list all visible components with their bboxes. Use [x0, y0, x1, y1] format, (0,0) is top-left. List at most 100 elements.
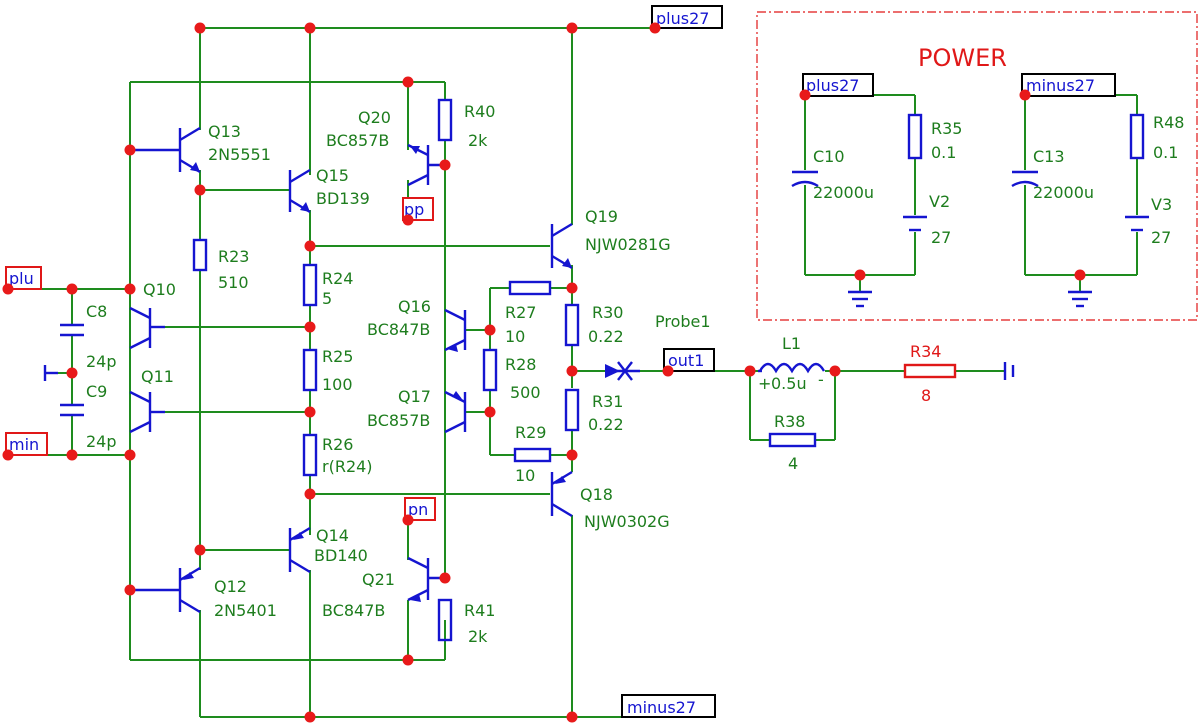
voltage-source-v2[interactable]: [903, 215, 927, 232]
voltage-source-v3[interactable]: [1125, 215, 1149, 232]
transistor-q10[interactable]: [129, 306, 165, 350]
ground-icon: [43, 365, 58, 381]
transistor-q21[interactable]: [407, 556, 445, 602]
junction-node: [484, 324, 496, 336]
transistor-q19[interactable]: [550, 222, 573, 270]
probe-icon[interactable]: [605, 361, 640, 381]
net-label-pn[interactable]: pn: [404, 497, 436, 521]
junction-node: [194, 544, 206, 556]
capacitor-c9[interactable]: [60, 403, 84, 417]
net-label-min[interactable]: min: [5, 432, 48, 456]
net-label-out1[interactable]: out1: [663, 348, 715, 372]
resistor-r29[interactable]: [513, 447, 552, 463]
transistor-q12[interactable]: [130, 566, 201, 614]
ground-icon: [1068, 290, 1092, 308]
resistor-r27[interactable]: [508, 280, 552, 296]
resistor-r24[interactable]: [302, 263, 318, 307]
ground-icon: [848, 290, 872, 308]
r29-value: 10: [515, 466, 535, 485]
r40-name: R40: [464, 102, 495, 121]
transistor-q20[interactable]: [407, 143, 445, 187]
capacitor-c8[interactable]: [60, 323, 84, 337]
v3-value: 27: [1151, 228, 1171, 247]
junction-node: [649, 22, 661, 34]
q13-part: 2N5551: [208, 145, 271, 164]
transistor-q15[interactable]: [288, 168, 311, 214]
svg-text:min: min: [9, 435, 39, 454]
junction-node: [566, 282, 578, 294]
q19-part: NJW0281G: [585, 235, 671, 254]
net-label-plus27[interactable]: plus27: [651, 5, 723, 29]
r26-value: r(R24): [322, 457, 373, 476]
c10-name: C10: [813, 147, 845, 166]
l1-pol-plus: +: [758, 374, 771, 393]
junction-node: [662, 365, 674, 377]
junction-nodes: [2, 22, 1086, 723]
q11-name: Q11: [141, 367, 174, 386]
resistor-r23[interactable]: [192, 238, 208, 272]
net-label-plus27-power[interactable]: plus27: [802, 73, 874, 97]
c9-name: C9: [86, 382, 107, 401]
net-label-pp[interactable]: pp: [402, 197, 434, 221]
svg-text:pn: pn: [408, 500, 428, 519]
net-label-minus27[interactable]: minus27: [621, 694, 716, 718]
r35-value: 0.1: [931, 143, 956, 162]
r28-name: R28: [505, 355, 536, 374]
net-label-plu[interactable]: plu: [5, 266, 42, 290]
junction-node: [402, 76, 414, 88]
resistor-r30[interactable]: [564, 303, 580, 347]
junction-node: [744, 365, 756, 377]
r25-value: 100: [322, 375, 353, 394]
r40-value: 2k: [468, 131, 488, 150]
svg-text:plus27: plus27: [806, 76, 859, 95]
resistor-r35[interactable]: [907, 113, 923, 160]
transistor-q14[interactable]: [288, 526, 311, 574]
r34-name: R34: [910, 342, 941, 361]
svg-text:out1: out1: [668, 351, 704, 370]
junction-node: [566, 365, 578, 377]
junction-node: [124, 449, 136, 461]
capacitor-c10[interactable]: [791, 170, 819, 188]
q20-name: Q20: [358, 108, 391, 127]
junction-node: [1019, 89, 1031, 101]
q21-part: BC847B: [322, 601, 385, 620]
junction-node: [194, 22, 206, 34]
l1-pol-minus: -: [818, 370, 824, 389]
capacitor-c13[interactable]: [1011, 170, 1039, 188]
resistor-r31[interactable]: [564, 388, 580, 432]
transistor-q16[interactable]: [444, 308, 467, 352]
c13-name: C13: [1033, 147, 1065, 166]
r31-name: R31: [592, 392, 623, 411]
junction-node: [439, 572, 451, 584]
q10-name: Q10: [143, 280, 176, 299]
q18-name: Q18: [580, 485, 613, 504]
resistor-r48[interactable]: [1129, 113, 1145, 160]
junction-node: [799, 89, 811, 101]
junction-node: [1074, 269, 1086, 281]
junction-node: [304, 406, 316, 418]
junction-node: [304, 488, 316, 500]
resistor-r26[interactable]: [302, 433, 318, 477]
transistor-q18[interactable]: [550, 470, 573, 518]
resistor-r25[interactable]: [302, 348, 318, 392]
probe1-name: Probe1: [655, 312, 711, 331]
junction-node: [484, 406, 496, 418]
junction-node: [402, 514, 414, 526]
junction-node: [124, 584, 136, 596]
v2-name: V2: [929, 192, 950, 211]
junction-node: [2, 283, 14, 295]
resistor-r41[interactable]: [437, 598, 453, 642]
net-label-minus27-power[interactable]: minus27: [1021, 73, 1116, 97]
resistor-r40[interactable]: [437, 98, 453, 142]
component-labels: Q13 2N5551 Q15 BD139 Q20 BC857B R40 2k Q…: [86, 102, 1184, 646]
power-title: POWER: [918, 44, 1007, 72]
transistor-q17[interactable]: [444, 390, 467, 434]
transistor-q13[interactable]: [130, 126, 201, 174]
resistor-r34[interactable]: [903, 363, 957, 379]
q12-part: 2N5401: [214, 601, 277, 620]
junction-node: [566, 22, 578, 34]
transistor-q11[interactable]: [129, 390, 165, 434]
resistor-r38[interactable]: [768, 432, 817, 448]
resistor-r28[interactable]: [482, 348, 498, 392]
inductor-l1[interactable]: [758, 362, 826, 374]
